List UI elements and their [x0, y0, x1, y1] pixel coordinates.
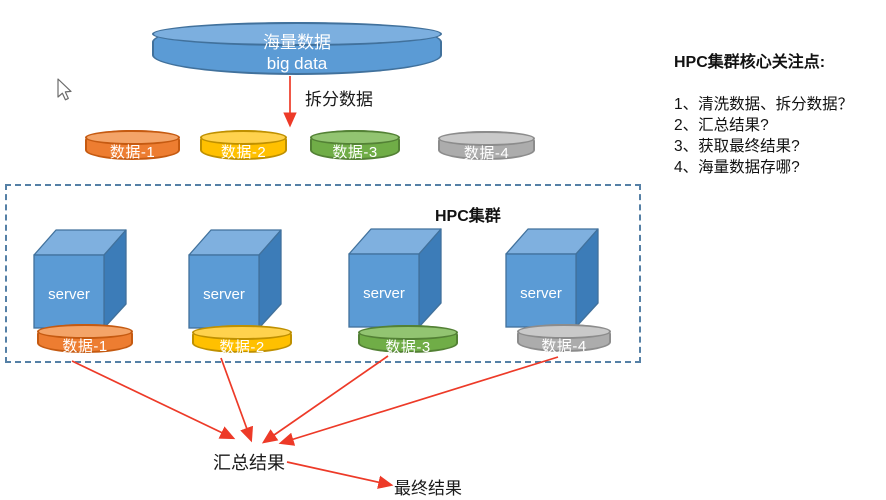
- summary-result-label: 汇总结果: [213, 453, 285, 473]
- server-4-data-cylinder-lid: [517, 324, 611, 339]
- cube-front-face: [348, 253, 420, 328]
- server-cube-2: [188, 229, 282, 329]
- notes-panel: HPC集群核心关注点: 1、清洗数据、拆分数据？ 2、汇总结果? 3、获取最终结…: [674, 48, 882, 178]
- arrow-server2-to-summary: [220, 357, 254, 443]
- big-data-label: 海量数据 big data: [154, 32, 440, 74]
- data-cylinder-1-label: 数据-1: [109, 144, 156, 161]
- server-2-data-cylinder-lid: [192, 325, 292, 340]
- server-3-label: server: [363, 285, 405, 302]
- notes-item-1: 1、清洗数据、拆分数据？: [674, 96, 854, 113]
- arrow-server4-to-summary: [278, 356, 559, 446]
- data-cylinder-1-lid: [85, 130, 180, 145]
- hpc-cluster-label: HPC集群: [435, 208, 501, 225]
- data-cylinder-2-lid: [200, 130, 287, 145]
- data-cylinder-3: 数据-3: [310, 130, 400, 161]
- server-2-label: server: [203, 286, 245, 303]
- arrow-summary-to-final: [286, 461, 394, 489]
- server-4-label: server: [520, 285, 562, 302]
- big-data-cylinder-lid: [152, 22, 442, 46]
- server-4-data-cylinder: 数据-4: [517, 324, 611, 355]
- data-cylinder-2-label: 数据-2: [220, 144, 267, 161]
- big-data-label-cn: 海量数据: [263, 33, 331, 52]
- server-2-data-cylinder: 数据-2: [192, 325, 292, 356]
- server-2-data-label: 数据-2: [219, 339, 265, 356]
- data-cylinder-3-lid: [310, 130, 400, 145]
- mouse-cursor-icon: [57, 78, 72, 101]
- data-cylinder-1: 数据-1: [85, 130, 180, 161]
- server-cube-3: [348, 228, 442, 328]
- cube-front-face: [188, 254, 260, 329]
- data-cylinder-4-label: 数据-4: [463, 145, 510, 162]
- data-cylinder-4-lid: [438, 131, 535, 146]
- server-3-data-label: 数据-3: [385, 339, 431, 356]
- server-1-data-label: 数据-1: [62, 338, 108, 355]
- arrow-server3-to-summary: [261, 355, 389, 444]
- arrow-server1-to-summary: [71, 360, 236, 440]
- data-cylinder-4: 数据-4: [438, 131, 535, 162]
- cube-front-face: [505, 253, 577, 328]
- data-cylinder-2: 数据-2: [200, 130, 287, 161]
- data-cylinder-3-label: 数据-3: [332, 144, 378, 161]
- notes-item-2: 2、汇总结果?: [674, 117, 769, 134]
- split-data-label: 拆分数据: [305, 90, 373, 109]
- final-result-label: 最终结果: [394, 479, 462, 498]
- server-1-data-cylinder: 数据-1: [37, 324, 133, 355]
- big-data-cylinder: 海量数据 big data: [152, 22, 442, 75]
- server-3-data-cylinder-lid: [358, 325, 458, 340]
- server-4-data-label: 数据-4: [541, 338, 587, 355]
- server-cube-1: [33, 229, 127, 329]
- notes-title: HPC集群核心关注点:: [674, 54, 826, 71]
- server-3-data-cylinder: 数据-3: [358, 325, 458, 356]
- big-data-label-en: big data: [266, 54, 328, 73]
- server-cube-4: [505, 228, 599, 328]
- server-1-label: server: [48, 286, 90, 303]
- notes-item-4: 4、海量数据存哪?: [674, 159, 800, 176]
- server-1-data-cylinder-lid: [37, 324, 133, 339]
- notes-item-3: 3、获取最终结果?: [674, 138, 800, 155]
